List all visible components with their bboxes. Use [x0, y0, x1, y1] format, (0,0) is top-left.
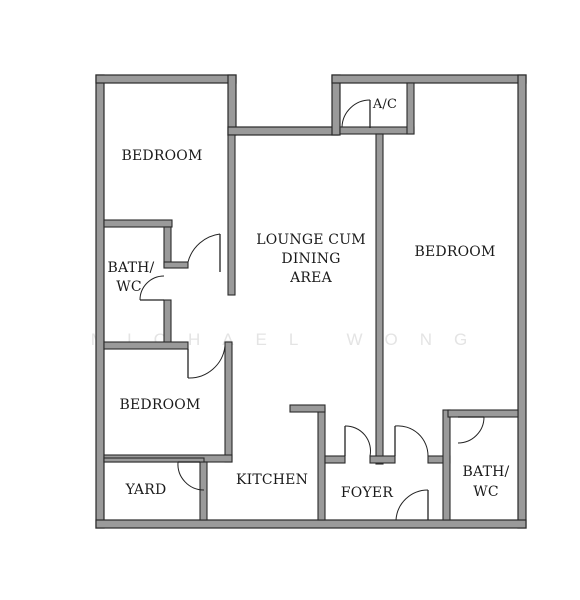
wall-bedroom1-bottom	[103, 219, 173, 228]
door-bedroom2-arc	[187, 345, 226, 379]
wall-top-left	[95, 74, 237, 84]
wall-lounge-left-lower	[224, 341, 233, 463]
wall-lounge-left-upper	[227, 134, 236, 296]
wall-bath-left	[442, 409, 451, 521]
wall-ac-left	[331, 74, 341, 136]
wall-yard-right	[199, 461, 208, 521]
label-ac: A/C	[372, 97, 397, 112]
wall-foyer-top-left	[324, 455, 346, 464]
outer-walls	[95, 74, 527, 529]
label-bath-left-line2: WC	[116, 279, 142, 295]
label-bedroom-bottom-left: BEDROOM	[120, 397, 201, 413]
wall-ac-bottom	[339, 126, 415, 135]
label-lounge-line3: AREA	[289, 270, 332, 286]
wall-bottom	[95, 519, 527, 529]
wall-bath-ledge	[163, 261, 189, 269]
doors	[139, 99, 485, 521]
label-bath-right-line1: BATH/	[463, 464, 510, 480]
door-ac-arc	[341, 99, 371, 128]
door-main-arc	[395, 489, 429, 521]
door-yard-arc	[177, 461, 205, 491]
wall-top-right	[331, 74, 527, 84]
door-bedroom1-arc	[187, 233, 221, 263]
wall-bath-top	[447, 409, 519, 418]
label-lounge-line2: DINING	[281, 251, 340, 267]
label-bedroom-right: BEDROOM	[415, 244, 496, 260]
wall-left	[95, 74, 105, 529]
door-bath-arc	[139, 275, 165, 301]
wall-lounge-top	[227, 126, 339, 136]
wall-right	[517, 74, 527, 529]
wall-foyer-top-center	[369, 455, 396, 464]
wall-lounge-bedroom	[375, 133, 384, 465]
label-foyer: FOYER	[341, 485, 393, 501]
wall-top-step	[227, 74, 237, 136]
wall-ac-right	[406, 82, 415, 135]
wall-bedroom2-top	[103, 341, 189, 350]
label-bath-left-line1: BATH/	[108, 260, 155, 276]
wall-kitchen-top	[289, 404, 326, 413]
label-bedroom-top-left: BEDROOM	[122, 148, 203, 164]
door-foyer-left-arc	[344, 425, 371, 457]
label-yard: YARD	[125, 482, 167, 498]
label-kitchen: KITCHEN	[236, 472, 308, 488]
label-bath-right-line2: WC	[473, 484, 499, 500]
door-foyer-right-arc	[394, 425, 429, 457]
inner-walls	[103, 82, 519, 521]
wall-yard-top	[103, 457, 205, 463]
label-lounge-line1: LOUNGE CUM	[256, 232, 366, 248]
wall-kitchen-foyer	[317, 407, 326, 521]
room-labels: BEDROOM BATH/ WC BEDROOM YARD KITCHEN LO…	[108, 97, 510, 501]
door-bath-right-arc	[457, 416, 485, 444]
wall-bath-right-lower	[163, 299, 172, 346]
wall-bath-right-upper	[163, 226, 172, 268]
